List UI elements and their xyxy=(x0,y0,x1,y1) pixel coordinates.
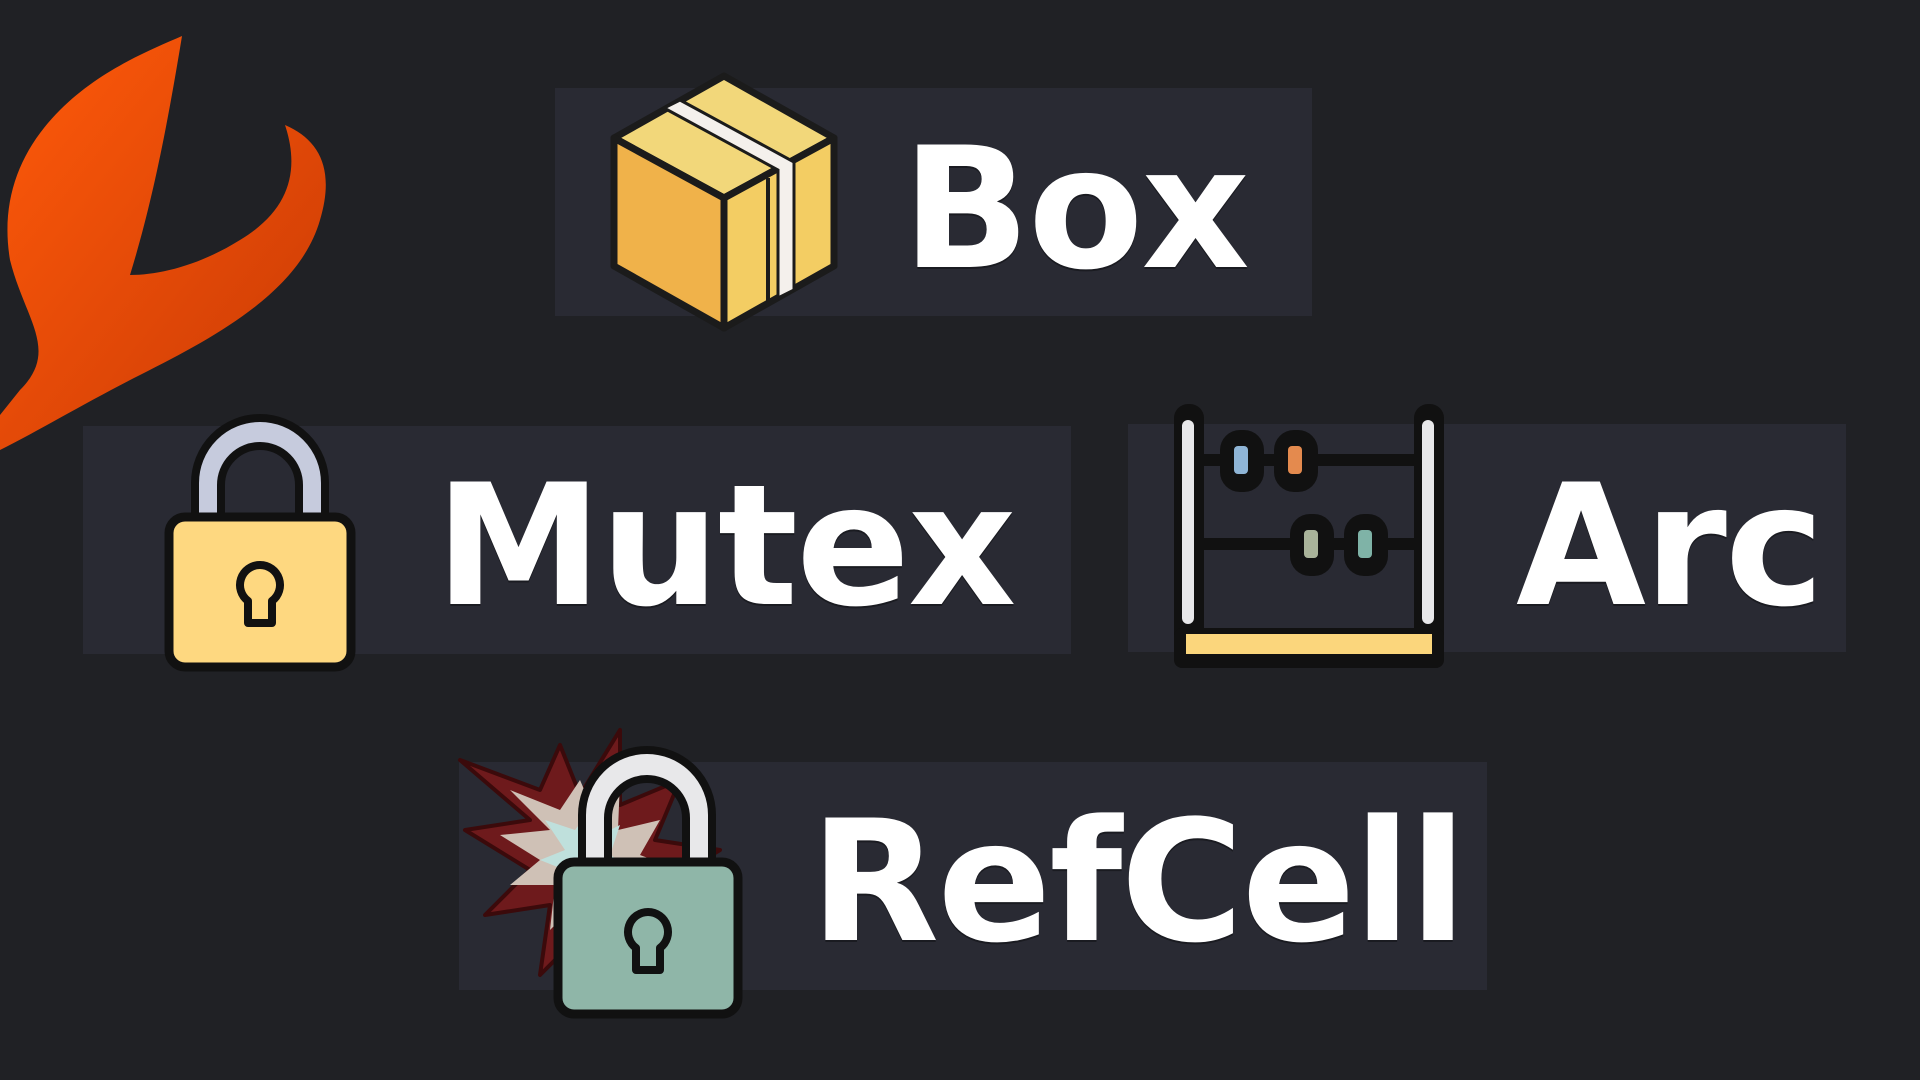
cardboard-box-icon xyxy=(610,72,838,332)
box-label: Box xyxy=(902,111,1250,307)
arc-label: Arc xyxy=(1516,448,1824,644)
padlock-icon xyxy=(164,414,356,672)
abacus-icon xyxy=(1174,404,1444,668)
refcell-label: RefCell xyxy=(810,784,1467,980)
logo-swoosh-icon xyxy=(0,36,326,450)
padlock-explosion-icon xyxy=(458,728,743,1019)
mutex-label: Mutex xyxy=(435,448,1016,644)
